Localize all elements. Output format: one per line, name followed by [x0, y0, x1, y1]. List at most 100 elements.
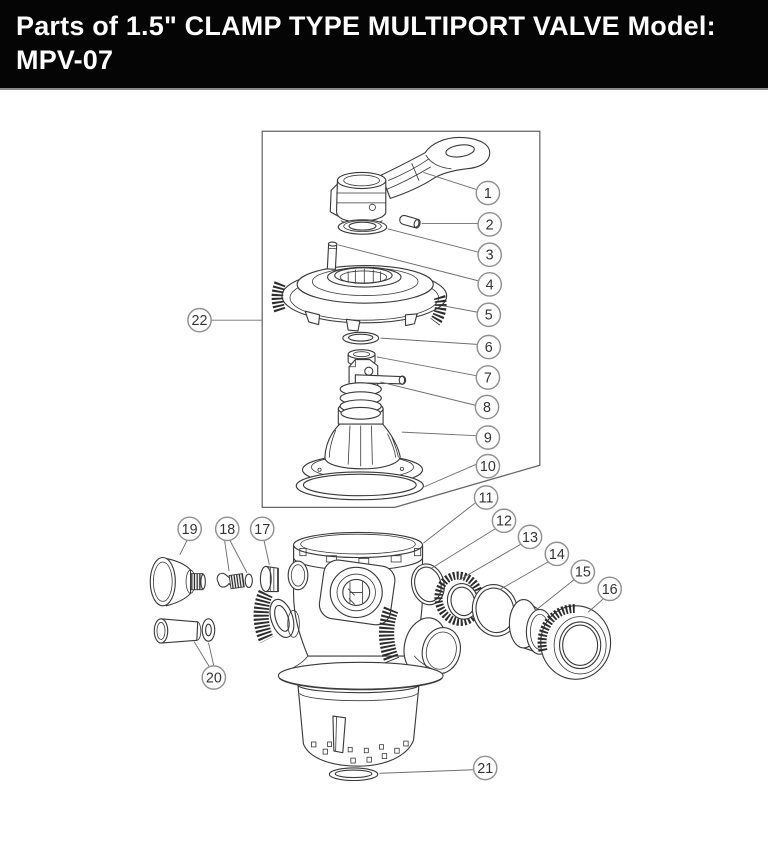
callout-21: 21	[379, 755, 498, 781]
callout-17: 17	[249, 516, 275, 565]
leader-line-1	[423, 171, 477, 190]
front-port	[318, 559, 396, 626]
callout-circle-1	[475, 180, 501, 206]
callout-15: 15	[534, 559, 596, 612]
callout-circle-9	[475, 425, 501, 450]
callout-number-11: 11	[479, 490, 494, 506]
callout-circle-19	[177, 516, 203, 542]
o-ring-part-6	[342, 331, 380, 345]
leader-line-3	[387, 228, 479, 253]
page-title-line1: Parts of 1.5" CLAMP TYPE MULTIPORT VALVE…	[16, 11, 716, 41]
leader-line-10	[424, 463, 477, 488]
callout-circle-13	[517, 524, 543, 550]
callout-number-14: 14	[549, 547, 565, 563]
callout-3: 3	[387, 228, 503, 268]
callout-11: 11	[423, 485, 499, 544]
callout-circle-17	[249, 516, 275, 542]
callout-number-10: 10	[480, 459, 496, 475]
page-title-line2: MPV-07	[16, 45, 114, 75]
callout-circle-14	[544, 541, 570, 567]
union-nut-part-16	[537, 604, 612, 680]
callout-5: 5	[443, 302, 502, 328]
callout-18: 18	[214, 516, 248, 573]
callout-9: 9	[401, 425, 501, 450]
callout-number-16: 16	[602, 582, 618, 598]
callout-circle-20	[201, 665, 227, 690]
callout-19: 19	[177, 516, 203, 556]
callout-20: 20	[193, 641, 227, 690]
leader-line-5	[443, 305, 478, 313]
leader-line-8	[380, 381, 476, 406]
gasket-part-10	[295, 471, 424, 501]
leader-line-15	[534, 579, 575, 612]
leader-line-9	[401, 431, 477, 437]
hex-nut-part-17	[259, 565, 279, 593]
tube-part-20	[153, 618, 202, 644]
callout-circle-11	[473, 485, 499, 510]
callout-number-6: 6	[485, 340, 493, 356]
callout-number-9: 9	[484, 430, 492, 446]
callout-number-20: 20	[206, 670, 222, 686]
callout-number-4: 4	[486, 277, 494, 293]
callout-circle-7	[475, 365, 501, 390]
lid-clamp-ring-part-5	[271, 264, 448, 332]
callout-12: 12	[431, 508, 517, 569]
right-port	[378, 606, 461, 675]
callout-16: 16	[587, 576, 623, 613]
strainer-basket	[297, 685, 420, 767]
callout-8: 8	[380, 381, 500, 420]
index-pin-part-4	[326, 241, 338, 270]
callout-14: 14	[499, 541, 570, 591]
callout-13: 13	[458, 524, 543, 581]
leader-line-20	[208, 642, 215, 666]
callout-number-12: 12	[496, 514, 512, 530]
leader-line-4	[338, 244, 479, 282]
callout-number-17: 17	[254, 522, 270, 538]
callout-6: 6	[380, 334, 502, 360]
assembly-box-22	[261, 130, 541, 508]
spring-stem-part-8	[339, 359, 407, 420]
leader-line-11	[423, 502, 476, 544]
callout-circle-8	[474, 394, 500, 420]
callout-1: 1	[423, 171, 501, 206]
leader-line-13	[458, 543, 522, 581]
callout-number-13: 13	[522, 530, 538, 546]
callout-number-18: 18	[219, 522, 235, 538]
callout-circle-21	[472, 755, 498, 781]
callout-circle-10	[475, 453, 501, 479]
o-ring-part-21	[328, 767, 379, 782]
leader-line-16	[587, 598, 604, 613]
callout-number-3: 3	[486, 248, 494, 264]
handle-part-1	[329, 136, 491, 225]
callout-number-7: 7	[484, 370, 492, 386]
leader-line-19	[179, 540, 188, 556]
callout-2: 2	[421, 211, 503, 237]
o-ring-part-14	[471, 584, 519, 637]
callout-number-22: 22	[192, 313, 208, 329]
callout-number-8: 8	[483, 400, 491, 416]
washer-part-3	[337, 219, 388, 235]
washer-part-20	[201, 618, 216, 642]
callout-number-19: 19	[182, 522, 198, 538]
callout-circle-4	[477, 271, 503, 297]
callout-circle-5	[476, 302, 502, 328]
callout-circle-3	[477, 242, 503, 268]
leader-line-17	[263, 540, 270, 565]
callout-circle-15	[570, 559, 596, 585]
callout-circle-18	[214, 516, 240, 542]
callout-circle-2	[477, 211, 503, 237]
pivot-pin-part-2	[399, 214, 421, 229]
callout-22: 22	[187, 307, 263, 333]
left-union-nut	[253, 589, 300, 644]
callout-circle-16	[597, 576, 623, 602]
callout-number-15: 15	[575, 565, 591, 581]
leader-line-7	[376, 356, 477, 377]
callout-4: 4	[338, 244, 503, 297]
leader-line-18	[224, 540, 230, 572]
callout-number-5: 5	[485, 308, 493, 324]
leader-line-14	[499, 561, 549, 591]
wing-fitting-part-18	[216, 572, 253, 590]
callout-number-1: 1	[484, 186, 492, 202]
callout-circle-22	[187, 307, 212, 333]
